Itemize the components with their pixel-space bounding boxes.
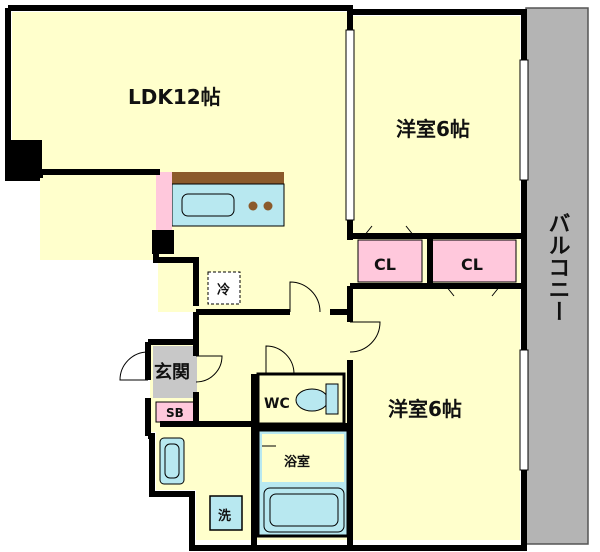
entrance-floor xyxy=(153,346,197,398)
balcony-label: バルコニー xyxy=(545,212,570,322)
washer-pan xyxy=(209,495,243,531)
windows xyxy=(345,29,529,471)
room-label-ldk: LDK12帖 xyxy=(128,85,221,109)
bath-label: 浴室 xyxy=(284,454,310,470)
room-label-western-bottom: 洋室6帖 xyxy=(388,397,462,421)
bathtub-inner-icon xyxy=(269,493,339,527)
bath-floor xyxy=(262,434,344,482)
kitchen-counter-top xyxy=(172,172,284,184)
closet-right xyxy=(431,239,517,283)
wall-corner-block xyxy=(8,140,42,178)
wall-column xyxy=(152,230,174,254)
balcony-area xyxy=(525,7,589,545)
counter-side-panel xyxy=(156,172,172,230)
fridge-space xyxy=(207,271,241,305)
room-label-western-top: 洋室6帖 xyxy=(396,117,470,141)
stove-burner-icon xyxy=(248,201,258,211)
shoe-box-label: SB xyxy=(166,406,184,420)
sink-icon xyxy=(181,193,235,217)
closet-left xyxy=(357,239,423,283)
fridge-label: 冷 xyxy=(217,282,230,298)
toilet-tank-icon xyxy=(325,383,339,415)
toilet-icon xyxy=(295,388,329,412)
stove-burner-icon xyxy=(263,201,273,211)
washbasin-bowl-icon xyxy=(164,443,180,479)
washer-label: 洗 xyxy=(218,508,231,524)
closet-label-left: CL xyxy=(374,255,396,274)
closet-label-right: CL xyxy=(461,255,483,274)
wc-label: WC xyxy=(264,396,290,412)
floor-fill xyxy=(12,12,520,540)
door-swings xyxy=(119,225,501,447)
entrance-label: 玄関 xyxy=(154,361,190,383)
